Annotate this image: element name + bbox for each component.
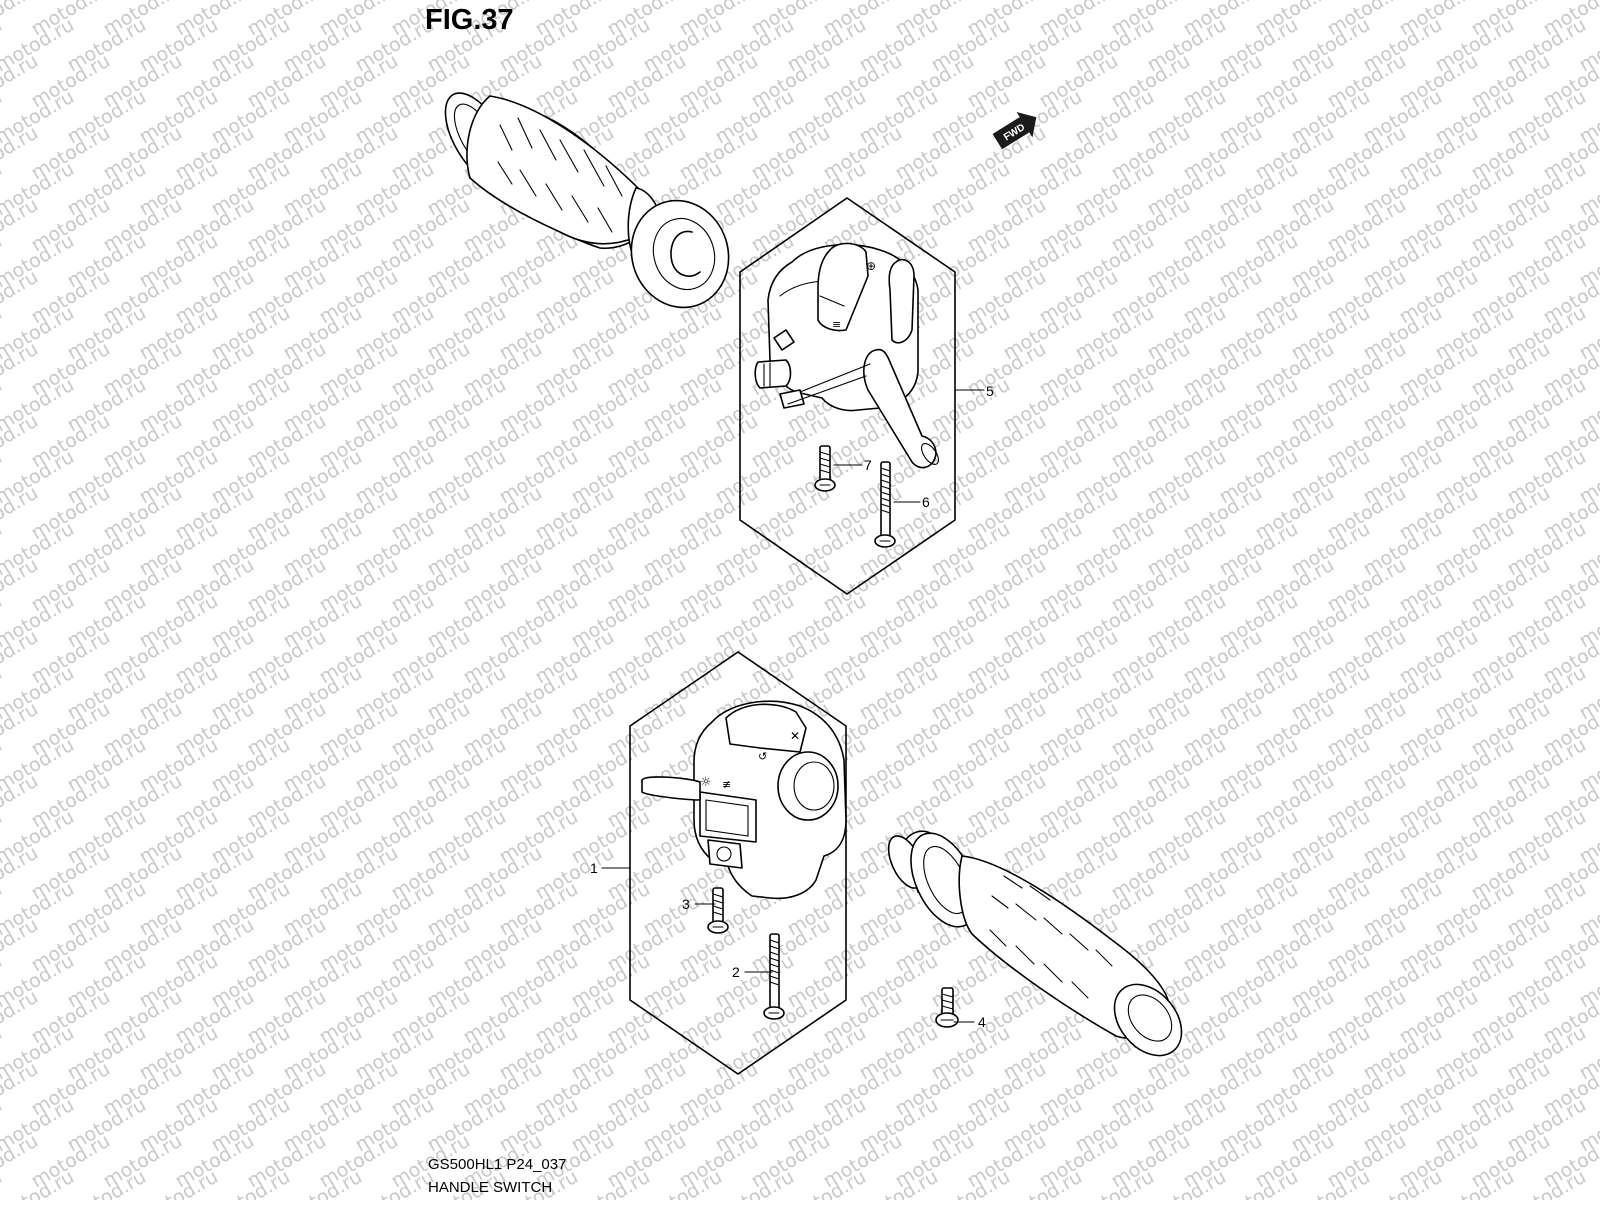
horn-icon: ✕ (790, 729, 800, 743)
dimmer-icon: ≡ (832, 318, 841, 331)
callout-6: 6 (922, 494, 930, 510)
callout-1: 1 (590, 860, 598, 876)
model-code: GS500HL1 P24_037 (428, 1156, 566, 1173)
figure-name: HANDLE SWITCH (428, 1179, 552, 1196)
callout-3: 3 (682, 896, 690, 912)
passing-icon: ≢ (722, 778, 731, 791)
light-icon: ☼ (700, 775, 712, 790)
figure-title: FIG.37 (425, 4, 514, 37)
callout-4: 4 (978, 1014, 986, 1030)
callout-7: 7 (864, 457, 872, 473)
callout-2: 2 (732, 964, 740, 980)
headlight-icon: ⊕ (866, 259, 876, 273)
callout-5: 5 (986, 383, 994, 399)
turn-icon: ↺ (758, 750, 767, 763)
